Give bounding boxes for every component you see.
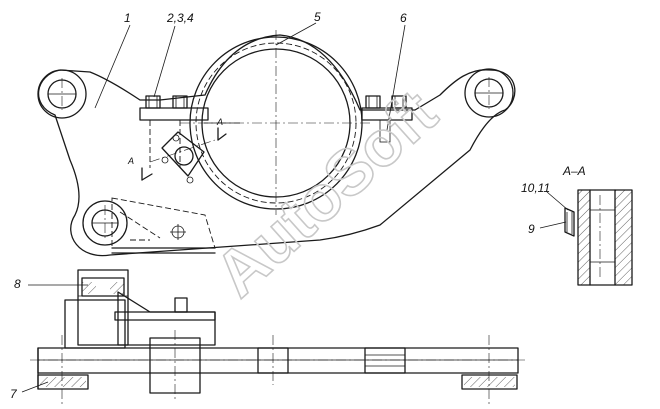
lower-dashed-bracket: [111, 197, 216, 254]
callout-8: 8: [14, 277, 21, 291]
bracket-top-view: A A: [37, 30, 516, 257]
section-marks: A A: [127, 117, 227, 181]
callouts: 1 2,3,4 5 6 8 7 10,11 9: [10, 10, 569, 401]
callout-2-3-4: 2,3,4: [166, 11, 194, 25]
left-boss: [37, 69, 87, 119]
callout-7: 7: [10, 387, 18, 401]
section-title: A–A: [562, 164, 586, 178]
section-aa-detail: A–A: [562, 164, 633, 286]
callout-1: 1: [124, 11, 131, 25]
section-mark-left: A: [127, 156, 134, 166]
callout-9: 9: [528, 222, 535, 236]
side-view: [30, 269, 525, 405]
bolt-block-left: [139, 95, 209, 168]
callout-10-11: 10,11: [521, 181, 550, 195]
lower-left-boss: [82, 200, 128, 246]
bolt-block-right: [361, 95, 413, 143]
callout-6: 6: [400, 11, 407, 25]
callout-5: 5: [314, 10, 321, 24]
locking-plate: [149, 131, 216, 184]
section-mark-right: A: [216, 117, 223, 127]
center-ring: [180, 30, 370, 215]
right-boss: [464, 68, 514, 118]
